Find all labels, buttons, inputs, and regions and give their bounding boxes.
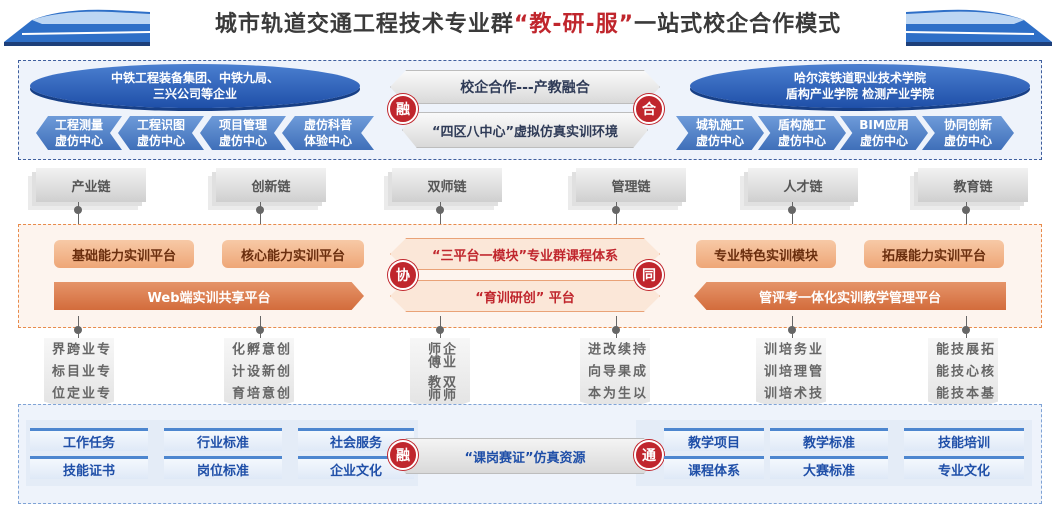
tag-social-service: 社会服务 — [298, 428, 414, 451]
chain-dual-teacher: 双师链 — [392, 168, 502, 202]
vg5-item-2: 管理培训 — [761, 364, 821, 377]
virtual-environment-box: “四区八中心”虚拟仿真实训环境 — [402, 112, 648, 148]
badge-rong-bottom: 融 — [388, 440, 418, 470]
vg1-item-1: 专业跨界 — [49, 342, 109, 355]
vg5-item-1: 业务培训 — [761, 342, 821, 355]
college-ellipse: 哈尔滨铁道职业技术学院 盾构产业学院 检测产业学院 — [690, 64, 1030, 108]
vg1-item-2: 专业目标 — [49, 364, 109, 377]
tag-course-system: 课程体系 — [664, 456, 764, 479]
tag-work-task: 工作任务 — [30, 428, 148, 451]
left-center-3: 项目管理 虚仿中心 — [200, 116, 286, 150]
connector-dot-6b — [962, 326, 970, 334]
tag-industry-standard: 行业标准 — [164, 428, 282, 451]
simulation-resource-arrow: “课岗赛证”仿真资源 — [390, 438, 660, 474]
tag-skill-certificate: 技能证书 — [30, 456, 148, 479]
connector-dot-4b — [612, 326, 620, 334]
badge-tong-mid: 同 — [634, 260, 664, 290]
connector-dot-2a — [256, 206, 264, 214]
curriculum-system-arrow: “三平台一模块”专业群课程体系 — [390, 238, 660, 270]
left-center-1: 工程测量 虚仿中心 — [36, 116, 122, 150]
tag-specialty-culture: 专业文化 — [904, 456, 1024, 479]
title-post: 一站式校企合作模式 — [634, 12, 842, 37]
badge-rong-top: 融 — [388, 94, 418, 124]
train-right-icon — [905, 9, 1052, 46]
connector-dot-6a — [962, 206, 970, 214]
vertical-group-3: 企业师傅双师教师 — [410, 338, 470, 412]
connector-dot-2b — [256, 326, 264, 334]
tag-skill-training: 技能培训 — [904, 428, 1024, 451]
basic-ability-platform: 基础能力实训平台 — [54, 240, 194, 268]
extended-ability-platform: 拓展能力实训平台 — [864, 240, 1004, 268]
vertical-group-5: 业务培训管理培训技术培训 — [756, 338, 826, 412]
vg2-item-1: 创意孵化 — [229, 342, 289, 355]
title-pre: 城市轨道交通工程技术专业群 — [214, 12, 514, 37]
right-center-1: 城轨施工 虚仿中心 — [676, 116, 764, 150]
vg6-item-1: 拓展技能 — [933, 342, 993, 355]
train-left-icon — [4, 9, 151, 46]
connector-dot-5b — [788, 326, 796, 334]
page-title: 城市轨道交通工程技术专业群“教-研-服”一站式校企合作模式 — [0, 6, 1056, 38]
chain-industry: 产业链 — [36, 168, 146, 202]
vg4-item-3: 以生为本 — [585, 386, 645, 399]
training-platform-arrow: “育训研创” 平台 — [390, 280, 660, 312]
left-center-2: 工程识图 虚仿中心 — [118, 116, 204, 150]
vg3-item-2: 双师教师 — [425, 375, 455, 401]
right-center-3: BIM应用 虚仿中心 — [840, 116, 928, 150]
left-center-4: 虚仿科普 体验中心 — [282, 116, 374, 150]
management-platform: 管评考一体化实训教学管理平台 — [694, 282, 1006, 310]
connector-dot-3b — [436, 326, 444, 334]
connector-dot-5a — [788, 206, 796, 214]
cooperation-arrow: 校企合作---产教融合 — [390, 70, 660, 104]
vertical-group-1: 专业跨界专业目标专业定位 — [44, 338, 114, 412]
vg4-item-2: 成果导向 — [585, 364, 645, 377]
badge-xie: 协 — [388, 260, 418, 290]
vg2-item-2: 创新设计 — [229, 364, 289, 377]
tag-teaching-standard: 教学标准 — [770, 428, 888, 451]
right-center-2: 盾构施工 虚仿中心 — [758, 116, 846, 150]
title-highlight: “教-研-服” — [513, 12, 635, 37]
chain-education: 教育链 — [918, 168, 1028, 202]
vg1-item-3: 专业定位 — [49, 386, 109, 399]
chain-management: 管理链 — [576, 168, 686, 202]
vg6-item-2: 核心技能 — [933, 364, 993, 377]
vg5-item-3: 技术培训 — [761, 386, 821, 399]
vertical-group-6: 拓展技能核心技能基本技能 — [928, 338, 998, 412]
vg3-item-1: 企业师傅 — [425, 342, 455, 368]
vg2-item-3: 创意培育 — [229, 386, 289, 399]
tag-enterprise-culture: 企业文化 — [298, 456, 414, 479]
specialty-module: 专业特色实训模块 — [696, 240, 836, 268]
tag-post-standard: 岗位标准 — [164, 456, 282, 479]
connector-dot-4a — [612, 206, 620, 214]
right-center-4: 协同创新 虚仿中心 — [922, 116, 1014, 150]
chain-innovation: 创新链 — [216, 168, 326, 202]
connector-dot-1a — [74, 206, 82, 214]
tag-contest-standard: 大赛标准 — [770, 456, 888, 479]
vg6-item-3: 基本技能 — [933, 386, 993, 399]
enterprise-ellipse: 中铁工程装备集团、中铁九局、 三兴公司等企业 — [30, 64, 360, 108]
connector-dot-1b — [74, 326, 82, 334]
tag-teaching-project: 教学项目 — [664, 428, 764, 451]
core-ability-platform: 核心能力实训平台 — [222, 240, 364, 268]
badge-tong-bottom: 通 — [634, 440, 664, 470]
chain-talent: 人才链 — [748, 168, 858, 202]
vg4-item-1: 持续改进 — [585, 342, 645, 355]
web-sharing-platform: Web端实训共享平台 — [54, 282, 364, 310]
vertical-group-2: 创意孵化创新设计创意培育 — [224, 338, 294, 412]
connector-dot-3a — [436, 206, 444, 214]
badge-he-top: 合 — [634, 94, 664, 124]
vertical-group-4: 持续改进成果导向以生为本 — [580, 338, 650, 412]
